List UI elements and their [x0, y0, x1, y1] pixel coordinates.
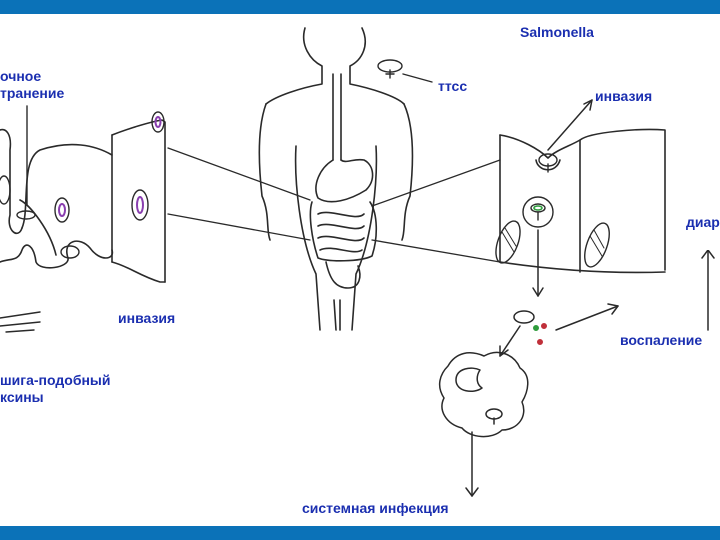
purple-accents [59, 117, 161, 216]
label-invasion-left: инвазия [118, 310, 201, 344]
connecting-lines [168, 148, 500, 262]
macrophage-drawing [440, 311, 534, 437]
label-blank-left-middle [0, 276, 40, 300]
label-local-spread: очное транение [0, 68, 153, 104]
label-salmonella: Salmonella [520, 24, 696, 41]
head-bacterium [378, 60, 432, 82]
label-shiga-toxins: шига-подобный ксины [0, 372, 139, 408]
label-blank-top-left [0, 20, 70, 56]
infection-dots [535, 325, 546, 344]
green-ring [534, 206, 542, 210]
label-ttss: ттсс [438, 78, 480, 118]
label-inflammation: воспаление [620, 332, 720, 368]
label-diarrhea: диар [686, 214, 720, 250]
arrows [466, 100, 714, 496]
label-systemic-infection: системная инфекция [302, 500, 494, 517]
label-invasion-top: инвазия [595, 88, 670, 124]
left-epithelium-drawing [0, 120, 165, 282]
salmonella-vacuoles [523, 154, 557, 227]
right-cell-nuclei [491, 218, 614, 270]
right-epithelium-drawing [500, 129, 665, 272]
left-bacteria [0, 112, 164, 258]
